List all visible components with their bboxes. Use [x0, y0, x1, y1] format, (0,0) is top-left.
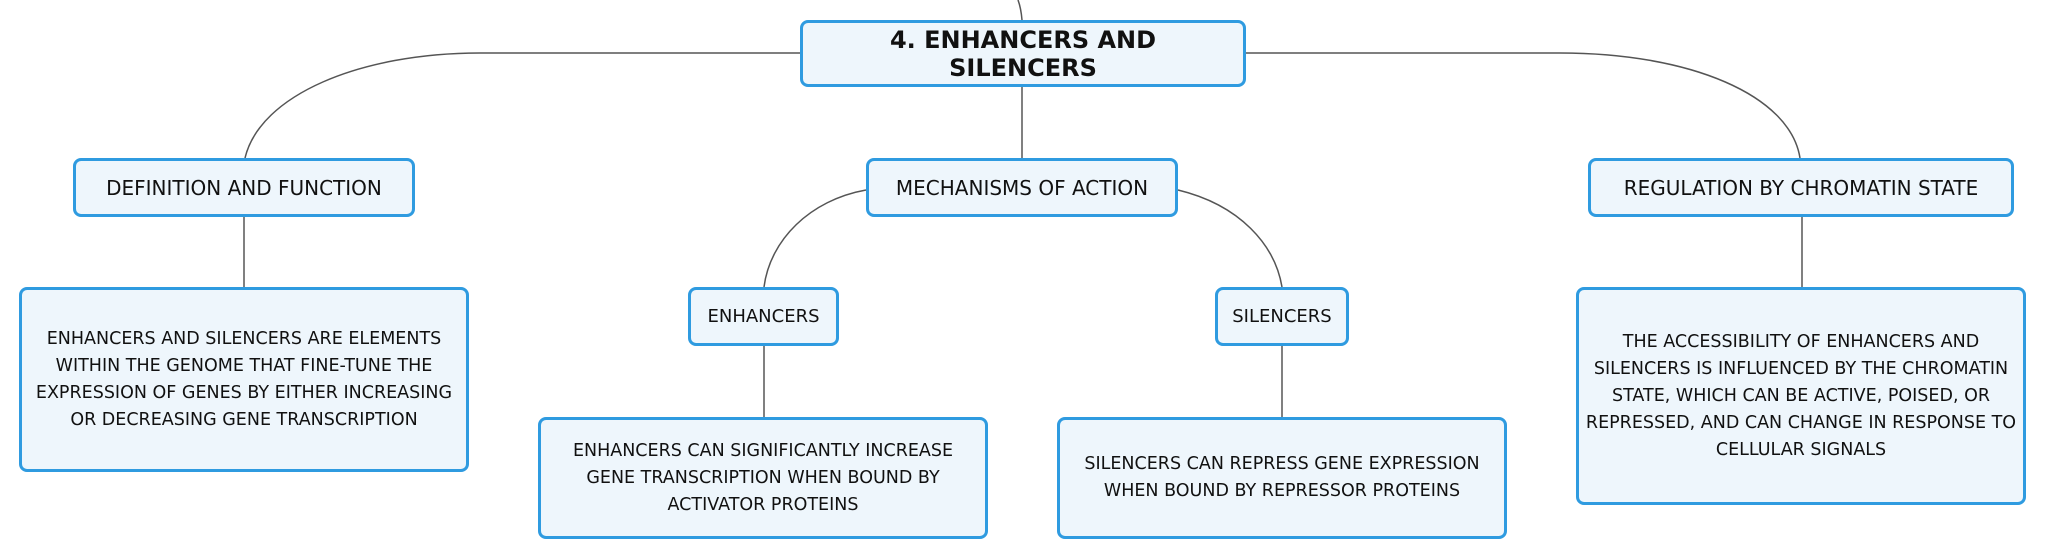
enhancers-detail-node[interactable]: ENHANCERS CAN SIGNIFICANTLY INCREASE GEN…: [538, 417, 988, 539]
definition-detail-text: ENHANCERS AND SILENCERS ARE ELEMENTS WIT…: [35, 328, 453, 430]
connector-parent-to-root: [1017, 0, 1023, 21]
regulation-node[interactable]: REGULATION BY CHROMATIN STATE: [1588, 158, 2014, 217]
enhancers-label: ENHANCERS: [707, 306, 820, 327]
regulation-label: REGULATION BY CHROMATIN STATE: [1623, 175, 1979, 200]
silencers-detail-text: SILENCERS CAN REPRESS GENE EXPRESSION WH…: [1084, 454, 1480, 501]
regulation-detail-node[interactable]: THE ACCESSIBILITY OF ENHANCERS AND SILEN…: [1576, 287, 2026, 505]
definition-node[interactable]: DEFINITION AND FUNCTION: [73, 158, 415, 217]
enhancers-detail-text: ENHANCERS CAN SIGNIFICANTLY INCREASE GEN…: [572, 440, 954, 515]
root-label: 4. ENHANCERS AND SILENCERS: [889, 25, 1157, 82]
enhancers-node[interactable]: ENHANCERS: [688, 287, 839, 346]
regulation-detail-text: THE ACCESSIBILITY OF ENHANCERS AND SILEN…: [1585, 331, 2017, 460]
silencers-detail-node[interactable]: SILENCERS CAN REPRESS GENE EXPRESSION WH…: [1057, 417, 1507, 539]
connector-root-to-regulation: [1245, 52, 1801, 159]
silencers-node[interactable]: SILENCERS: [1215, 287, 1349, 346]
root-node[interactable]: 4. ENHANCERS AND SILENCERS: [800, 20, 1246, 87]
mechanisms-label: MECHANISMS OF ACTION: [895, 175, 1149, 200]
definition-detail-node[interactable]: ENHANCERS AND SILENCERS ARE ELEMENTS WIT…: [19, 287, 469, 472]
connector-mechanisms-to-silencers: [1177, 189, 1283, 288]
connector-mechanisms-to-enhancers: [763, 189, 867, 288]
mechanisms-node[interactable]: MECHANISMS OF ACTION: [866, 158, 1178, 217]
silencers-label: SILENCERS: [1232, 306, 1332, 327]
definition-label: DEFINITION AND FUNCTION: [106, 175, 382, 200]
connector-root-to-definition: [244, 52, 800, 159]
